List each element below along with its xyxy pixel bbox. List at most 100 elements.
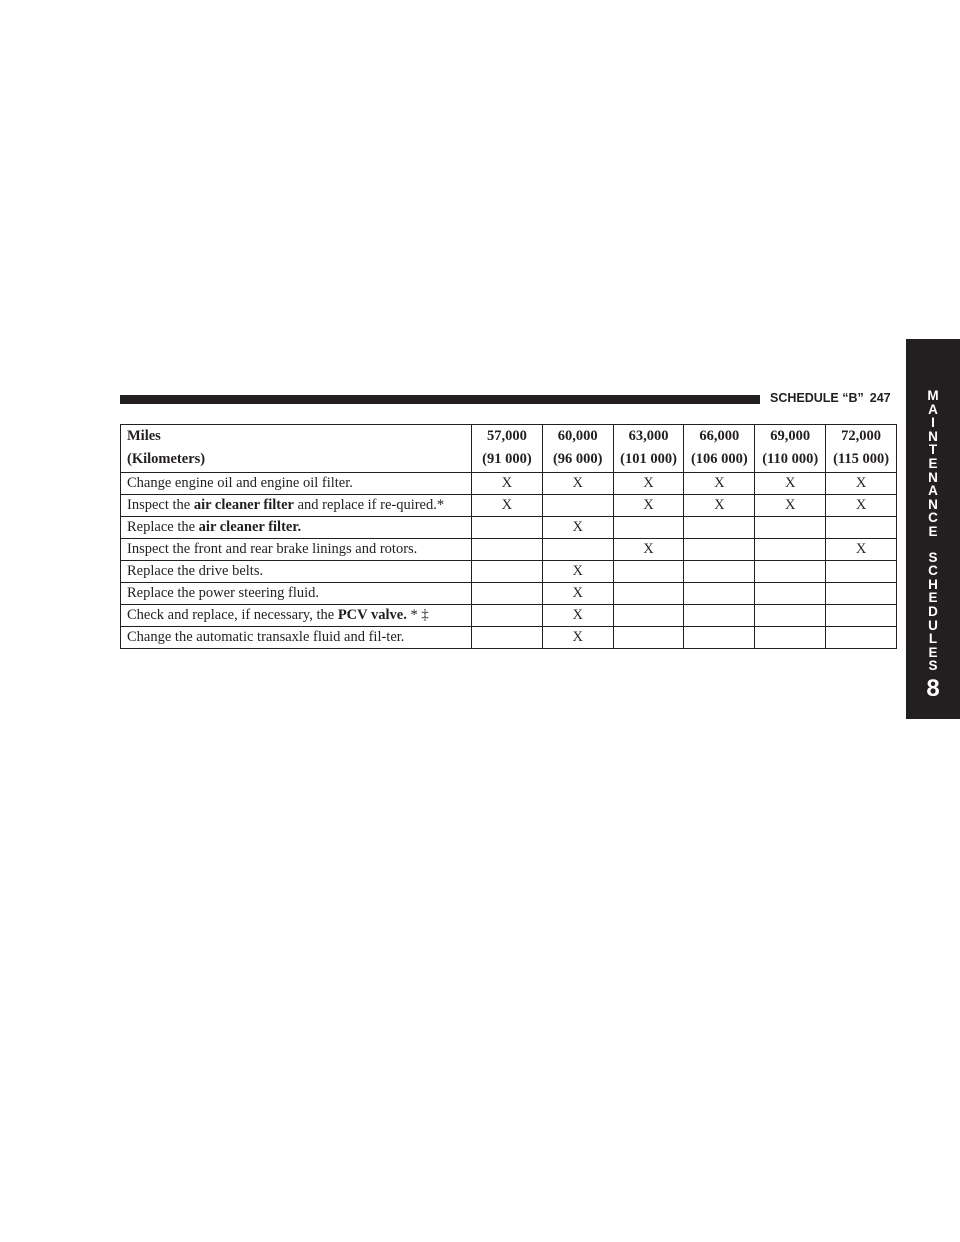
task-cell: Inspect the front and rear brake linings…	[120, 538, 472, 561]
task-bold-term: PCV valve.	[337, 607, 407, 623]
task-cell: Replace the drive belts.	[120, 560, 472, 583]
interval-mark-cell	[470, 626, 543, 649]
interval-miles: 63,000	[628, 428, 669, 444]
side-tab-letter: T	[928, 442, 938, 458]
table-row: Inspect the front and rear brake linings…	[120, 538, 897, 561]
task-text: Replace the drive belts.	[127, 563, 264, 579]
table-row: Inspect the air cleaner filter and repla…	[120, 494, 897, 517]
interval-mark-cell: X	[754, 472, 827, 495]
interval-mark-cell	[612, 560, 685, 583]
interval-mark-cell: X	[612, 538, 685, 561]
task-cell: Change the automatic transaxle fluid and…	[120, 626, 472, 649]
chapter-number: 8	[926, 674, 940, 702]
running-header: SCHEDULE “B” 247	[770, 391, 900, 405]
page-number: 247	[869, 391, 891, 405]
table-row: Replace the power steering fluid. X	[120, 582, 897, 605]
side-tab-letter: E	[928, 523, 938, 539]
interval-mark-cell	[754, 582, 827, 605]
side-tab-letter: I	[931, 415, 935, 431]
header-rule	[120, 395, 760, 404]
interval-mark-cell	[825, 626, 897, 649]
section-title: SCHEDULE “B”	[770, 391, 864, 405]
interval-miles: 66,000	[699, 428, 740, 444]
maintenance-schedule-table: Miles (Kilometers) 57,000 (91 000) 60,000…	[120, 424, 897, 649]
interval-mark-cell	[754, 538, 827, 561]
interval-header: 72,000 (115 000)	[825, 424, 897, 473]
table-row: Check and replace, if necessary, the PCV…	[120, 604, 897, 627]
task-cell: Replace the air cleaner filter.	[120, 516, 472, 539]
side-tab-letter: L	[928, 631, 938, 647]
miles-label: Miles	[127, 428, 161, 444]
interval-mark-cell: X	[541, 472, 614, 495]
interval-km: (115 000)	[833, 451, 890, 467]
task-cell: Replace the power steering fluid.	[120, 582, 472, 605]
interval-mark-cell	[470, 538, 543, 561]
interval-mark-cell: X	[541, 560, 614, 583]
task-text: Inspect the	[127, 497, 194, 513]
interval-mark-cell: X	[754, 494, 827, 517]
interval-header: 69,000(110 000)	[754, 424, 827, 473]
side-tab-letter: M	[927, 388, 939, 403]
kilometers-label: (Kilometers)	[127, 451, 206, 467]
interval-miles: 57,000	[486, 428, 527, 444]
interval-mark-cell: X	[541, 516, 614, 539]
interval-mark-cell	[754, 626, 827, 649]
interval-km: (91 000)	[482, 451, 532, 467]
interval-mark-cell: X	[825, 538, 897, 561]
interval-mark-cell: X	[612, 494, 685, 517]
interval-header: 66,000(106 000)	[683, 424, 756, 473]
interval-mark-cell	[754, 604, 827, 627]
task-bold-term: air cleaner filter	[193, 497, 294, 513]
interval-mark-cell	[683, 516, 756, 539]
side-tab-letter: E	[928, 455, 938, 471]
interval-mark-cell: X	[683, 494, 756, 517]
interval-mark-cell: X	[470, 494, 543, 517]
task-text: Inspect the front and rear brake linings…	[127, 541, 418, 557]
task-text: Change the automatic transaxle fluid and…	[127, 629, 405, 645]
interval-mark-cell	[683, 604, 756, 627]
interval-mark-cell	[612, 626, 685, 649]
side-tab-letter: D	[928, 603, 938, 619]
interval-mark-cell: X	[825, 494, 897, 517]
side-tab-letter: A	[928, 483, 938, 499]
interval-mark-cell	[825, 582, 897, 605]
interval-mark-cell	[683, 560, 756, 583]
side-tab-letter: N	[928, 428, 938, 444]
interval-mark-cell	[612, 516, 685, 539]
interval-mark-cell	[825, 604, 897, 627]
table-row: Change the automatic transaxle fluid and…	[120, 626, 897, 649]
interval-mark-cell	[470, 582, 543, 605]
task-cell: Change engine oil and engine oil filter.	[120, 472, 472, 495]
interval-mark-cell: X	[683, 472, 756, 495]
interval-mark-cell: X	[612, 472, 685, 495]
task-text-after: * ‡	[406, 607, 429, 623]
interval-mark-cell	[683, 626, 756, 649]
interval-header: 63,000(101 000)	[612, 424, 685, 473]
interval-header: 60,000(96 000)	[541, 424, 614, 473]
interval-mark-cell	[612, 582, 685, 605]
table-row: Replace the drive belts. X	[120, 560, 897, 583]
interval-header: 57,000 (91 000)	[470, 424, 543, 473]
interval-mark-cell: X	[470, 472, 543, 495]
side-tab-letter: A	[928, 401, 938, 417]
side-tab-letter: E	[928, 644, 938, 660]
interval-mark-cell: X	[825, 472, 897, 495]
interval-mark-cell	[683, 582, 756, 605]
side-tab-letter: C	[928, 563, 938, 579]
interval-mark-cell	[754, 560, 827, 583]
interval-mark-cell	[825, 560, 897, 583]
interval-miles: 72,000	[841, 428, 881, 444]
interval-mark-cell: X	[541, 626, 614, 649]
side-tab-letter: H	[928, 576, 938, 592]
interval-mark-cell	[825, 516, 897, 539]
interval-mark-cell	[541, 538, 614, 561]
side-tab-letter: N	[928, 469, 938, 485]
side-tab-letter: U	[928, 617, 938, 633]
task-text: Replace the	[127, 519, 199, 535]
interval-mark-cell: X	[541, 582, 614, 605]
interval-miles: 60,000	[557, 428, 598, 444]
task-text: Change engine oil and engine oil filter.	[127, 475, 353, 491]
side-tab-letter: S	[928, 549, 938, 565]
